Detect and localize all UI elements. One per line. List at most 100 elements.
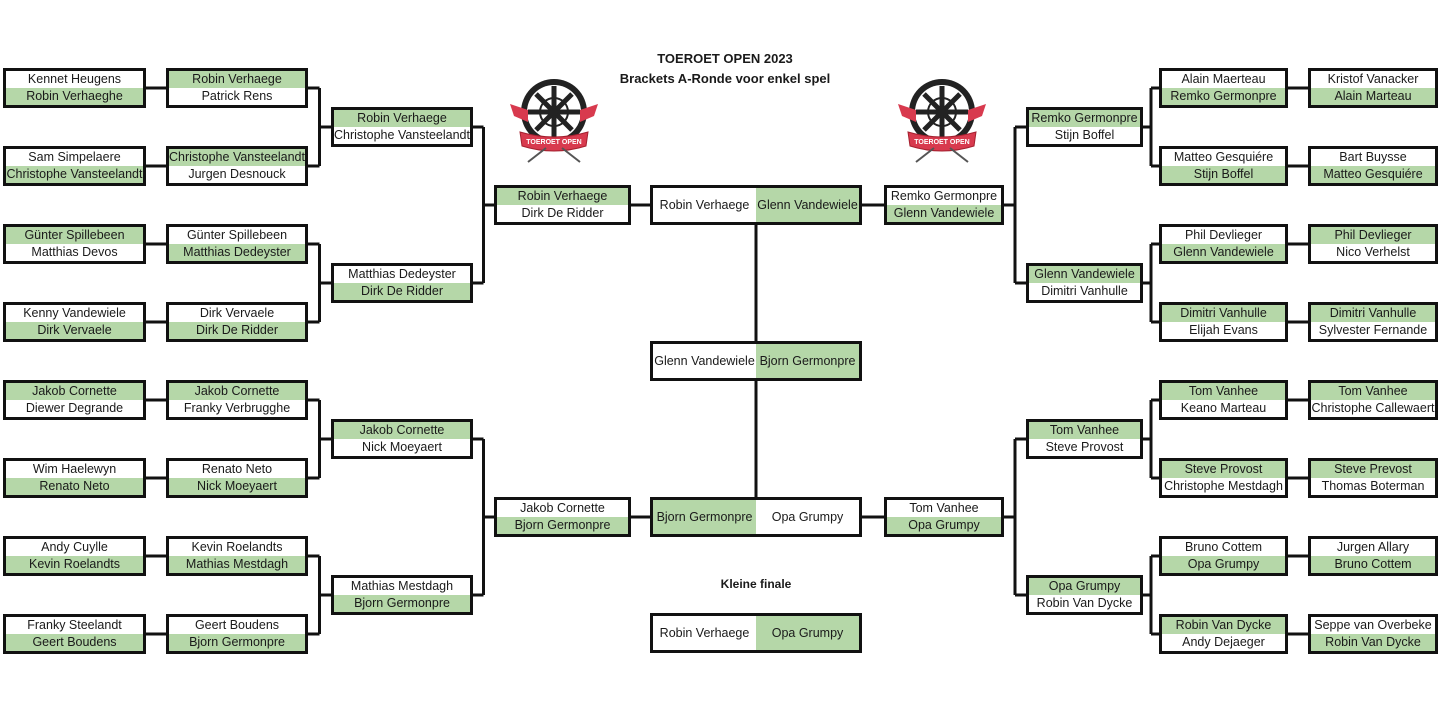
player-slot: Franky Verbrugghe [183, 401, 291, 415]
small-final-label: Kleine finale [720, 577, 792, 591]
player-slot: Seppe van Overbeke [1314, 618, 1432, 632]
player-slot: Christophe Callewaert [1311, 401, 1435, 415]
player-slot-winner: Bjorn Germonpre [334, 595, 470, 612]
player-slot-winner: Jakob Cornette [169, 383, 305, 400]
svg-text:TOEROET OPEN: TOEROET OPEN [914, 139, 970, 146]
player-slot: Robin Verhaege [659, 626, 750, 640]
player-slot-winner: Bjorn Germonpre [497, 517, 628, 534]
svg-text:TOEROET OPEN: TOEROET OPEN [526, 139, 582, 146]
player-slot: Mathias Mestdagh [350, 579, 454, 593]
player-slot: Christophe Vansteelandt [334, 128, 470, 142]
player-slot: Andy Dejaeger [1182, 635, 1265, 649]
player-slot: Kennet Heugens [27, 72, 122, 86]
player-slot-winner: Glenn Vandewiele [1162, 244, 1285, 261]
page-title: TOEROET OPEN 2023 [657, 51, 793, 66]
player-slot: Sylvester Fernande [1318, 323, 1428, 337]
player-slot-winner: Opa Grumpy [1029, 578, 1140, 595]
player-slot: Phil Devlieger [1184, 228, 1263, 242]
player-slot-winner: Robin Van Dycke [1311, 634, 1435, 651]
player-slot-winner: Jakob Cornette [334, 422, 470, 439]
player-slot: Dirk De Ridder [521, 206, 604, 220]
player-slot-winner: Robin Verhaege [497, 188, 628, 205]
player-slot: Kenny Vandewiele [23, 306, 126, 320]
darts-logo-right: TOEROET OPEN [894, 74, 990, 166]
player-slot-winner: Dimitri Vanhulle [1162, 305, 1285, 322]
player-slot-winner: Steve Provost [1162, 461, 1285, 478]
player-slot-winner: Bjorn Germonpre [653, 500, 756, 534]
player-slot: Keano Marteau [1180, 401, 1267, 415]
player-slot-winner: Robin Verhaege [334, 110, 470, 127]
player-slot-winner: Christophe Vansteelandt [6, 166, 143, 183]
player-slot: Christophe Mestdagh [1164, 479, 1283, 493]
player-slot-winner: Matteo Gesquiére [1311, 166, 1435, 183]
player-slot: Diewer Degrande [25, 401, 124, 415]
player-slot-winner: Günter Spillebeen [6, 227, 143, 244]
player-slot: Sam Simpelaere [28, 150, 121, 164]
player-slot-winner: Opa Grumpy [887, 517, 1001, 534]
player-slot: Bart Buysse [1339, 150, 1407, 164]
player-slot: Remko Germonpre [890, 189, 998, 203]
page-subtitle: Brackets A-Ronde voor enkel spel [619, 71, 831, 86]
player-slot: Robin Van Dycke [1036, 596, 1133, 610]
player-slot: Tom Vanhee [909, 501, 979, 515]
player-slot: Nick Moeyaert [362, 440, 442, 454]
player-slot: Kevin Roelandts [191, 540, 283, 554]
player-slot-winner: Remko Germonpre [1162, 88, 1285, 105]
player-slot: Dimitri Vanhulle [1041, 284, 1128, 298]
player-slot: Matteo Gesquiére [1173, 150, 1274, 164]
player-slot-winner: Glenn Vandewiele [887, 205, 1001, 222]
player-slot: Jurgen Allary [1336, 540, 1410, 554]
player-slot-winner: Opa Grumpy [1162, 556, 1285, 573]
player-slot-winner: Mathias Mestdagh [169, 556, 305, 573]
player-slot: Jakob Cornette [520, 501, 605, 515]
player-slot-winner: Tom Vanhee [1029, 422, 1140, 439]
player-slot-winner: Matthias Dedeyster [169, 244, 305, 261]
player-slot-winner: Kevin Roelandts [6, 556, 143, 573]
player-slot: Thomas Boterman [1321, 479, 1425, 493]
player-slot: Alain Maerteau [1181, 72, 1266, 86]
player-slot: Günter Spillebeen [186, 228, 288, 242]
darts-logo-left: TOEROET OPEN [506, 74, 602, 166]
player-slot-winner: Stijn Boffel [1162, 166, 1285, 183]
player-slot-winner: Bjorn Germonpre [169, 634, 305, 651]
player-slot: Renato Neto [201, 462, 273, 476]
player-slot-winner: Bjorn Germonpre [756, 344, 859, 378]
player-slot: Elijah Evans [1189, 323, 1258, 337]
player-slot-winner: Renato Neto [6, 478, 143, 495]
player-slot-winner: Robin Verhaeghe [6, 88, 143, 105]
player-slot-winner: Remko Germonpre [1029, 110, 1140, 127]
player-slot-winner: Alain Marteau [1311, 88, 1435, 105]
player-slot-winner: Nick Moeyaert [169, 478, 305, 495]
player-slot: Patrick Rens [201, 89, 273, 103]
player-slot-winner: Bruno Cottem [1311, 556, 1435, 573]
